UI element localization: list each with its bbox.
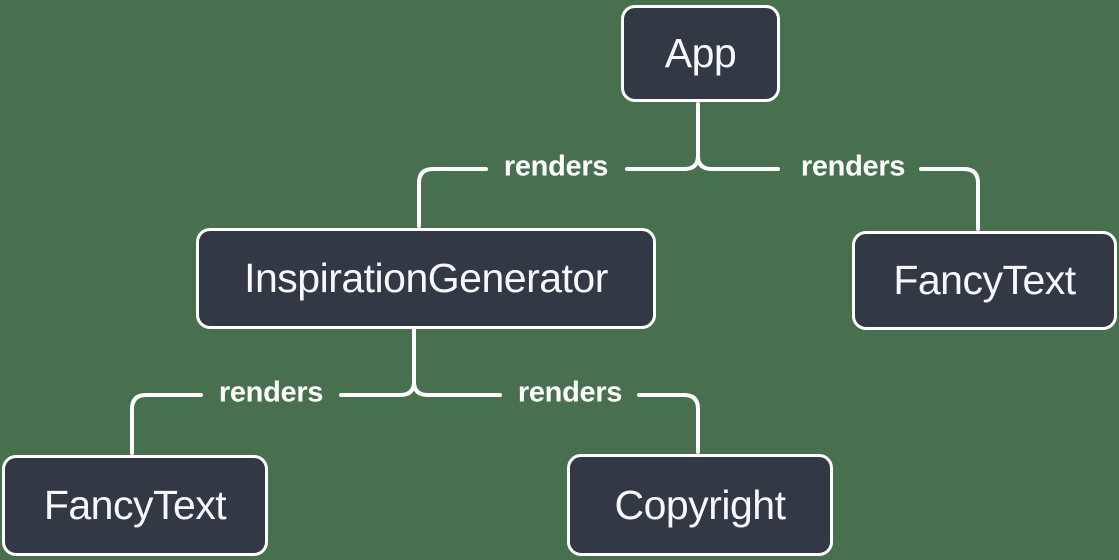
- edge-app-to-fancytext-elbow: [919, 167, 980, 231]
- edge-inspirationgenerator-to-copyright-elbow: [637, 393, 700, 454]
- node-copyright-label: Copyright: [614, 481, 786, 528]
- edge-app-to-inspirationgenerator-stem: [625, 102, 700, 171]
- edge-label-inspirationgenerator-to-fancytext: renders: [218, 376, 324, 409]
- edge-inspirationgenerator-to-fancytext-elbow: [130, 393, 203, 455]
- edge-label-app-to-inspirationgenerator: renders: [503, 150, 609, 183]
- node-fancy-text-bottom-label: FancyText: [43, 482, 227, 528]
- edge-inspirationgenerator-to-fancytext-stem: [339, 328, 416, 397]
- edge-app-to-fancytext-stem: [696, 154, 780, 171]
- node-copyright: Copyright: [567, 454, 833, 556]
- node-app: App: [621, 5, 780, 102]
- node-fancy-text-top-label: FancyText: [893, 257, 1076, 303]
- edge-label-app-to-fancytext: renders: [800, 150, 906, 183]
- edge-inspirationgenerator-to-copyright-stem: [412, 380, 502, 397]
- node-app-label: App: [664, 30, 737, 76]
- node-fancy-text-top: FancyText: [852, 231, 1117, 330]
- node-inspiration-generator: InspirationGenerator: [196, 228, 656, 329]
- node-inspiration-generator-label: InspirationGenerator: [244, 255, 608, 301]
- edge-app-to-inspirationgenerator-elbow: [417, 167, 488, 228]
- edge-label-inspirationgenerator-to-copyright: renders: [517, 376, 623, 409]
- node-fancy-text-bottom: FancyText: [2, 455, 268, 556]
